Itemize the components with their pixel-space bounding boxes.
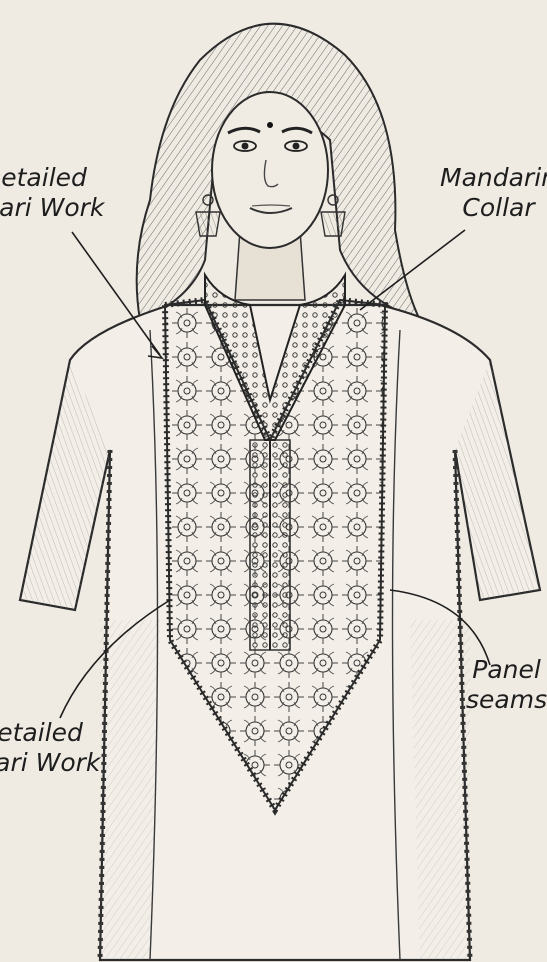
face <box>212 92 328 248</box>
label-line: Zari Work <box>0 193 104 223</box>
label-panel-seams: Panel seams <box>466 655 547 715</box>
label-line: Collar <box>440 193 547 223</box>
bindi <box>267 122 273 128</box>
label-detailed-zari-work-top: Detailed Zari Work <box>0 163 104 223</box>
label-line: seams <box>466 685 547 715</box>
label-line: Mandarin <box>440 163 547 193</box>
label-line: Zari Work <box>0 748 100 778</box>
label-line: Detailed <box>0 718 100 748</box>
label-line: Panel <box>466 655 547 685</box>
label-mandarin-collar: Mandarin Collar <box>440 163 547 223</box>
label-detailed-zari-work-bottom: Detailed Zari Work <box>0 718 100 778</box>
label-line: Detailed <box>0 163 104 193</box>
